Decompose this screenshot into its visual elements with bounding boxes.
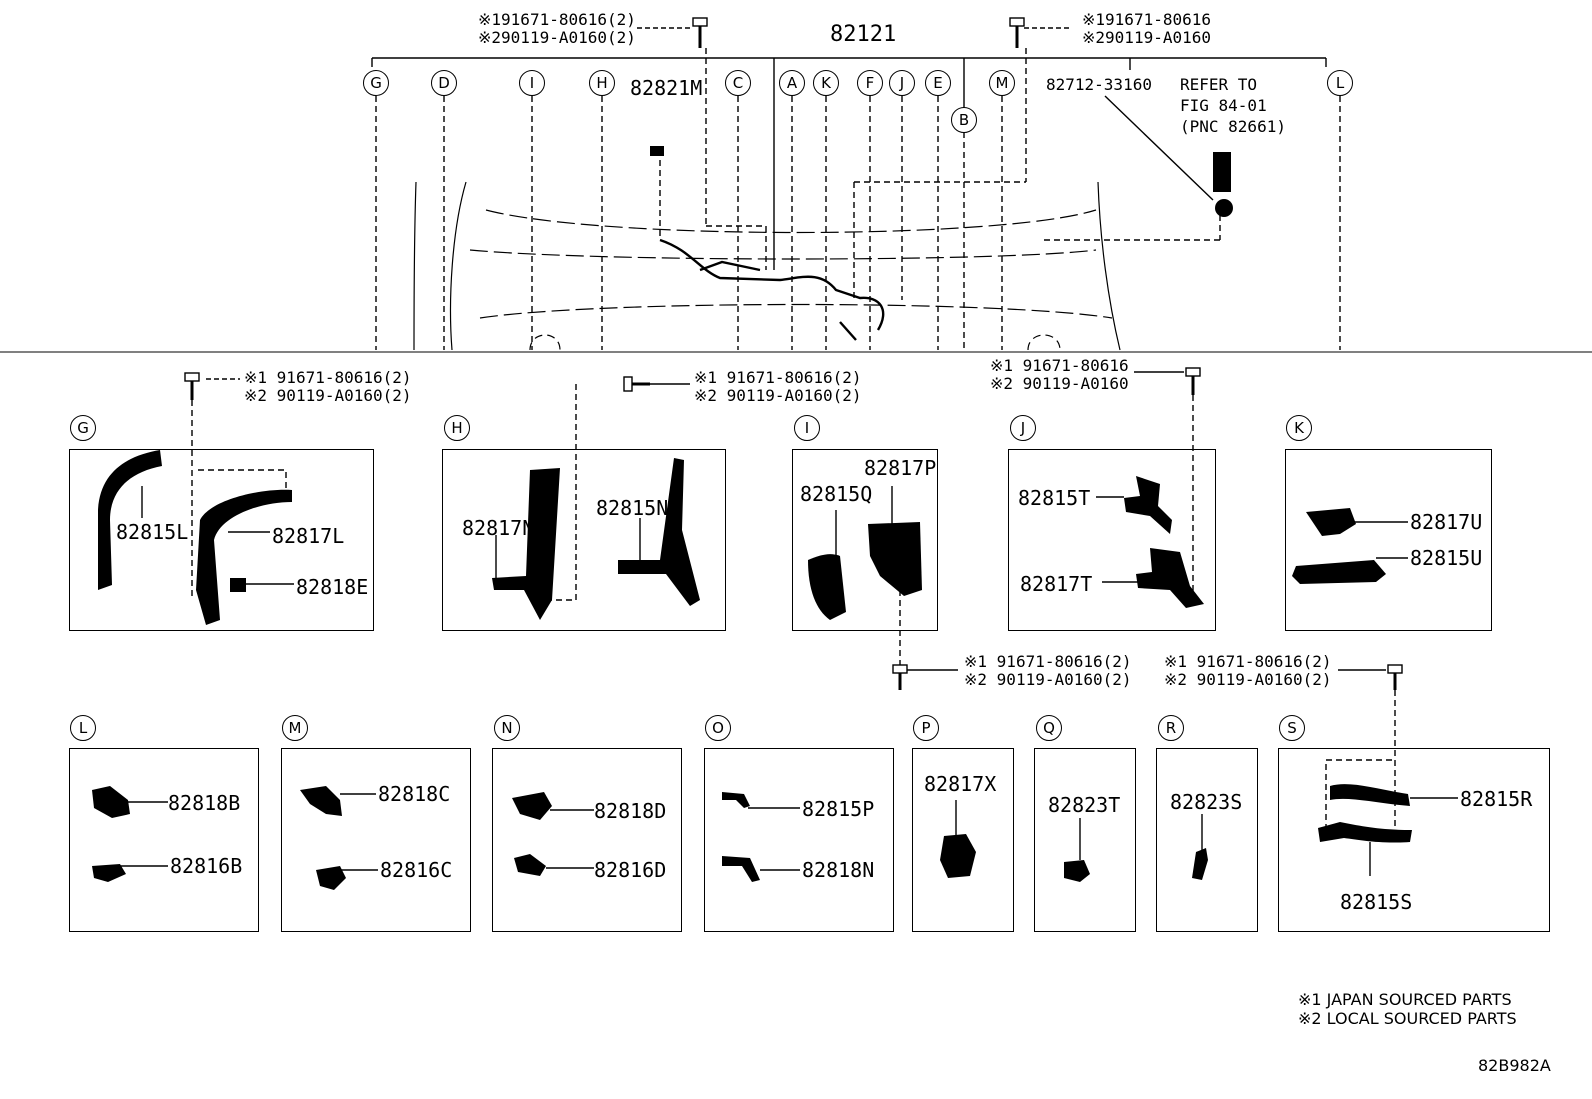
bolt-note-g-line1: ※1 91671-80616(2) [244,368,412,387]
circle-letter-k: K [813,70,839,96]
panel-l [69,748,259,932]
circle-letter-a: A [779,70,805,96]
circle-letter-f: F [857,70,883,96]
panel-m [281,748,471,932]
part-82712-label: 82712-33160 [1046,75,1152,94]
panel-h-letter: H [444,415,470,441]
refer-line2: FIG 84-01 [1180,96,1267,115]
circle-letter-d: D [431,70,457,96]
part-82818e: 82818E [296,575,369,599]
part-82817l: 82817L [272,524,345,548]
panel-m-letter: M [282,715,308,741]
part-82818n: 82818N [802,858,875,882]
panel-s-letter: S [1279,715,1305,741]
legend-line1: ※1 JAPAN SOURCED PARTS [1298,990,1512,1009]
part-82817u: 82817U [1410,510,1483,534]
bolt-note-j-line1: ※1 91671-80616 [990,356,1129,375]
refer-line1: REFER TO [1180,75,1258,94]
bolt-note-j-line2: ※2 90119-A0160 [990,374,1129,393]
part-82816c: 82816C [380,858,453,882]
panel-k-letter: K [1286,415,1312,441]
bolt-note-h-line2: ※2 90119-A0160(2) [694,386,862,405]
part-82817x: 82817X [924,772,997,796]
bolt-icon [892,664,908,690]
top-bolt-left-line1: ※191671-80616(2) [478,10,636,29]
panel-p-letter: P [913,715,939,741]
part-82816b: 82816B [170,854,243,878]
circle-letter-l: L [1327,70,1353,96]
part-82823t: 82823T [1048,793,1121,817]
part-82815r: 82815R [1460,787,1533,811]
panel-q-letter: Q [1036,715,1062,741]
panel-g-letter: G [70,415,96,441]
circle-letter-i: I [519,70,545,96]
connector-82821m-icon [650,146,664,156]
panel-r-letter: R [1158,715,1184,741]
bolt-icon [623,376,650,392]
panel-j-letter: J [1010,415,1036,441]
panel-k [1285,449,1492,631]
part-82815p: 82815P [802,797,875,821]
part-82815t: 82815T [1018,486,1091,510]
panel-i-letter: I [794,415,820,441]
part-82817p: 82817P [864,456,937,480]
figure-code: 82B982A [1478,1056,1551,1075]
bolt-icon [184,372,200,400]
ref-part-icon [1213,152,1233,217]
legend-line2: ※2 LOCAL SOURCED PARTS [1298,1009,1517,1028]
panel-n [492,748,682,932]
circle-letter-e: E [925,70,951,96]
assembly-number: 82121 [830,22,897,47]
panel-l-letter: L [70,715,96,741]
top-bolt-right-line1: ※191671-80616 [1082,10,1211,29]
part-82815u: 82815U [1410,546,1483,570]
circle-letter-m: M [989,70,1015,96]
part-82817n: 82817N [462,516,535,540]
top-bolt-right-line2: ※290119-A0160 [1082,28,1211,47]
panel-o [704,748,894,932]
circle-letter-h: H [589,70,615,96]
panel-q [1034,748,1136,932]
bolt-icon [1387,664,1403,690]
bolt-note-s-line2: ※2 90119-A0160(2) [1164,670,1332,689]
part-82815l: 82815L [116,520,189,544]
panel-n-letter: N [494,715,520,741]
circle-letter-j: J [889,70,915,96]
circle-letter-b: B [951,107,977,133]
bolt-icon [1009,17,1025,48]
bolt-note-s-line1: ※1 91671-80616(2) [1164,652,1332,671]
part-82815s: 82815S [1340,890,1413,914]
panel-h [442,449,726,631]
bolt-note-g-line2: ※2 90119-A0160(2) [244,386,412,405]
part-82817t: 82817T [1020,572,1093,596]
part-82818b: 82818B [168,791,241,815]
top-bolt-left-line2: ※290119-A0160(2) [478,28,636,47]
panel-i [792,449,938,631]
panel-g [69,449,374,631]
circle-letter-c: C [725,70,751,96]
panel-o-letter: O [705,715,731,741]
refer-line3: (PNC 82661) [1180,117,1286,136]
panel-p [912,748,1014,932]
bolt-note-i-line2: ※2 90119-A0160(2) [964,670,1132,689]
part-82818c: 82818C [378,782,451,806]
bolt-note-i-line1: ※1 91671-80616(2) [964,652,1132,671]
panel-r [1156,748,1258,932]
circle-letter-g: G [363,70,389,96]
part-82815q: 82815Q [800,482,873,506]
panel-j [1008,449,1216,631]
part-82821m-label: 82821M [630,76,703,100]
part-82816d: 82816D [594,858,667,882]
bolt-icon [692,17,708,48]
part-82818d: 82818D [594,799,667,823]
bolt-icon [1185,367,1201,395]
panel-s [1278,748,1550,932]
bolt-note-h-line1: ※1 91671-80616(2) [694,368,862,387]
part-82823s: 82823S [1170,790,1243,814]
part-82815n: 82815N [596,496,669,520]
